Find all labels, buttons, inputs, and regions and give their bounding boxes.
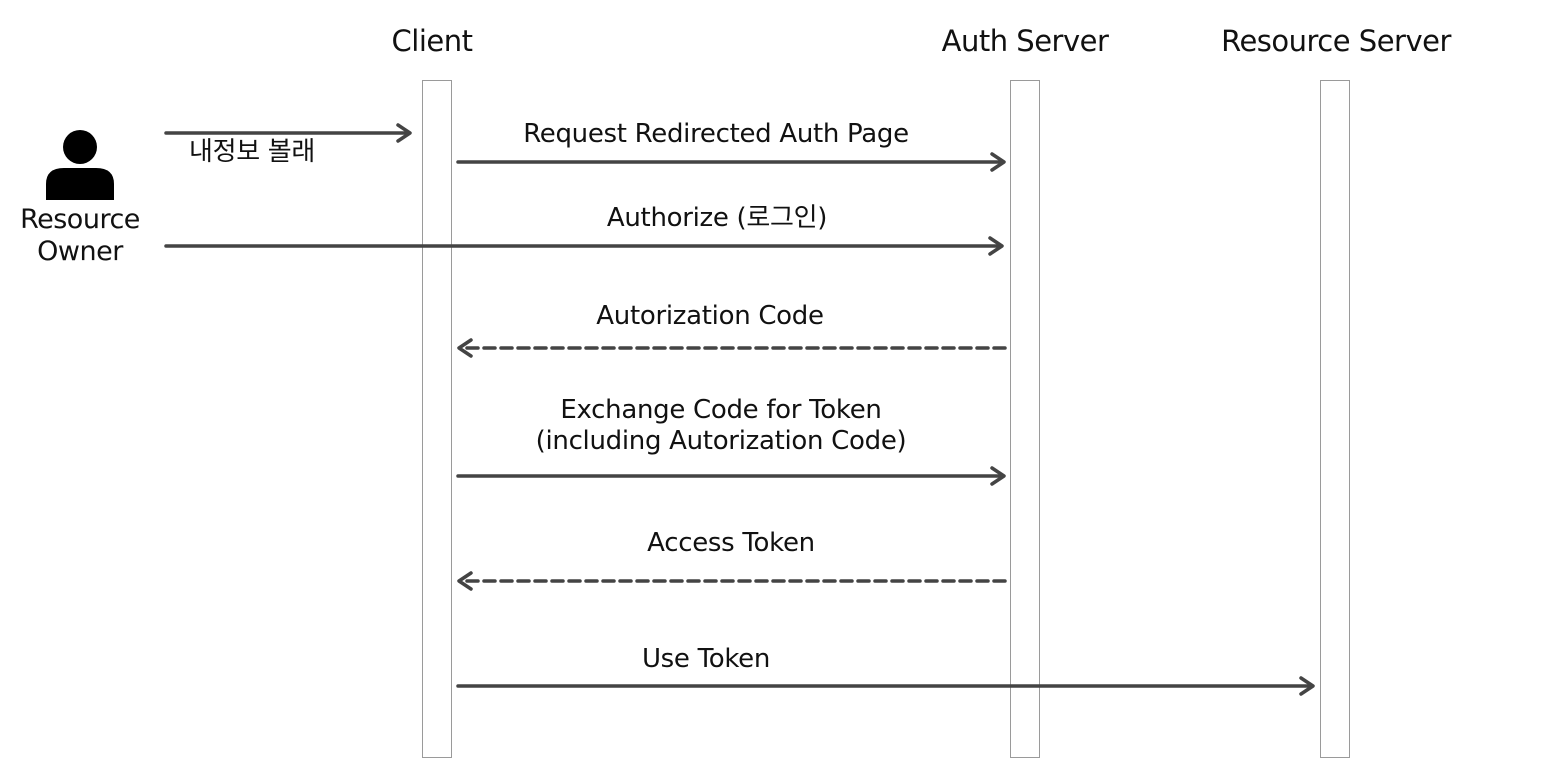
arrowhead	[1299, 676, 1315, 696]
message-label-authorize: Authorize (로그인)	[606, 203, 828, 233]
arrowhead	[988, 236, 1004, 256]
arrowhead	[457, 571, 473, 591]
resource-owner-label-line2: Owner	[37, 236, 123, 267]
message-label-access-token: Access Token	[647, 528, 815, 558]
message-label-exchange-code-line1: Exchange Code for Token	[560, 395, 882, 425]
participant-client: Client	[391, 24, 473, 58]
message-label-exchange-code: Exchange Code for Token (including Autor…	[536, 395, 907, 457]
arrowhead	[457, 338, 473, 358]
arrowhead	[990, 466, 1006, 486]
participant-resource-server: Resource Server	[1221, 24, 1451, 58]
arrowhead	[990, 152, 1006, 172]
person-icon	[46, 130, 114, 200]
lifeline-resource-server	[1320, 80, 1350, 758]
lifeline-client	[422, 80, 452, 758]
message-label-use-token: Use Token	[641, 644, 771, 674]
lifeline-auth-server	[1010, 80, 1040, 758]
message-label-authorization-code: Autorization Code	[596, 301, 824, 331]
message-label-request-auth-page: Request Redirected Auth Page	[523, 119, 909, 149]
message-label-exchange-code-line2: (including Autorization Code)	[535, 426, 907, 456]
resource-owner-label-line1: Resource	[20, 204, 140, 235]
message-label-request-info: 내정보 볼래	[188, 137, 316, 167]
participant-resource-owner: Resource Owner	[20, 204, 140, 268]
arrowhead	[396, 123, 412, 143]
participant-auth-server: Auth Server	[941, 24, 1109, 58]
